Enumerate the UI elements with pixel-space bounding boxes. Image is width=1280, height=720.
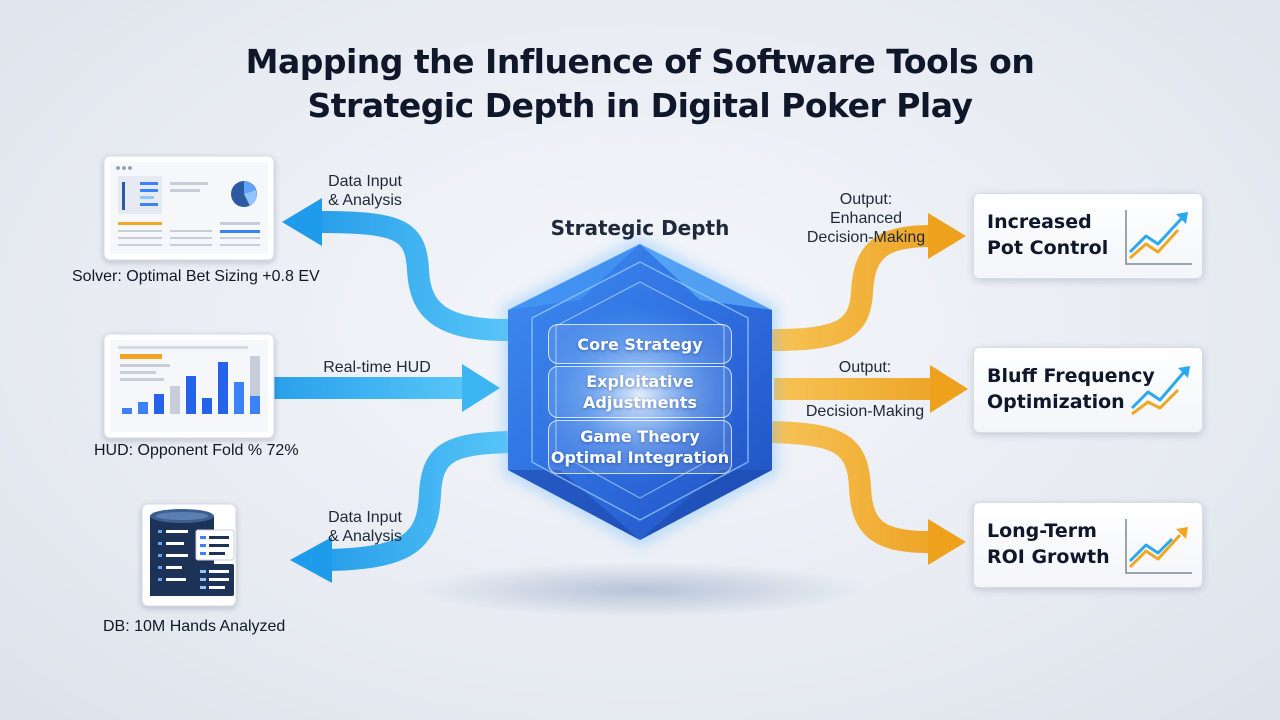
- flow-db-arrow: [290, 431, 509, 583]
- card-increased-pot-control: Increased Pot Control: [973, 193, 1203, 279]
- layer-core-strategy: Core Strategy: [548, 324, 732, 364]
- solver-dashboard-icon: [103, 155, 275, 261]
- output-top-line3: Decision-Making: [806, 229, 926, 246]
- flow-output-top-arrow: [771, 213, 966, 351]
- strategic-depth-core: [502, 236, 778, 548]
- layer-core-strategy-label: Core Strategy: [577, 334, 703, 354]
- card-3-line2: ROI Growth: [987, 546, 1110, 568]
- card-3-line1: Long-Term: [987, 520, 1097, 542]
- flow-solver-label: Data Input & Analysis: [310, 172, 420, 210]
- card-long-term-roi-growth: Long-Term ROI Growth: [973, 502, 1203, 588]
- card-2-text: Bluff Frequency Optimization: [987, 363, 1177, 415]
- layer-exploitative-adjustments: Exploitative Adjustments: [548, 366, 732, 418]
- card-1-line2: Pot Control: [987, 237, 1109, 259]
- card-bluff-frequency-optimization: Bluff Frequency Optimization: [973, 347, 1203, 433]
- layer-game-theory-line1: Game Theory: [580, 427, 700, 446]
- flow-db-label-line2: & Analysis: [328, 528, 402, 545]
- solver-caption: Solver: Optimal Bet Sizing +0.8 EV: [72, 268, 320, 285]
- layer-exploitative-line1: Exploitative: [586, 372, 694, 391]
- flow-db-label: Data Input & Analysis: [310, 508, 420, 546]
- layer-exploitative-line2: Adjustments: [583, 393, 697, 412]
- output-top-label: Output: Enhanced Decision-Making: [796, 190, 936, 247]
- output-top-line1: Output:: [839, 191, 893, 208]
- trend-up-icon: [1125, 210, 1192, 265]
- hud-caption: HUD: Opponent Fold % 72%: [94, 442, 299, 459]
- flow-hud-label: Real-time HUD: [323, 359, 431, 376]
- output-mid-label-2: Decision-Making: [805, 403, 925, 420]
- layer-game-theory: Game Theory Optimal Integration: [548, 420, 732, 474]
- db-caption: DB: 10M Hands Analyzed: [103, 618, 286, 635]
- title-line-1: Mapping the Influence of Software Tools …: [245, 42, 1035, 81]
- flow-output-bottom-arrow: [771, 421, 966, 565]
- trend-up-icon: [1125, 519, 1192, 574]
- flow-solver-label-line2: & Analysis: [328, 192, 402, 209]
- card-2-line2: Optimization: [987, 391, 1125, 413]
- core-title: Strategic Depth: [550, 216, 730, 240]
- core-shadow: [410, 562, 870, 618]
- flow-db-label-line1: Data Input: [328, 509, 402, 526]
- flow-hud-arrow: [270, 364, 500, 412]
- flow-solver-label-line1: Data Input: [328, 173, 402, 190]
- output-top-line2: Enhanced: [829, 210, 903, 227]
- card-1-text: Increased Pot Control: [987, 209, 1132, 261]
- flow-solver-arrow: [282, 198, 509, 341]
- card-1-line1: Increased: [987, 211, 1092, 233]
- database-icon: [141, 503, 237, 607]
- page-title: Mapping the Influence of Software Tools …: [140, 40, 1140, 128]
- output-mid-label-1: Output:: [838, 359, 892, 376]
- flow-output-mid-arrow: [774, 365, 968, 413]
- title-line-2: Strategic Depth in Digital Poker Play: [307, 86, 973, 125]
- trend-up-icon: [1130, 366, 1190, 416]
- layer-game-theory-line2: Optimal Integration: [550, 448, 730, 467]
- card-3-text: Long-Term ROI Growth: [987, 518, 1132, 570]
- card-2-line1: Bluff Frequency: [987, 365, 1155, 387]
- hud-chart-icon: [103, 333, 275, 439]
